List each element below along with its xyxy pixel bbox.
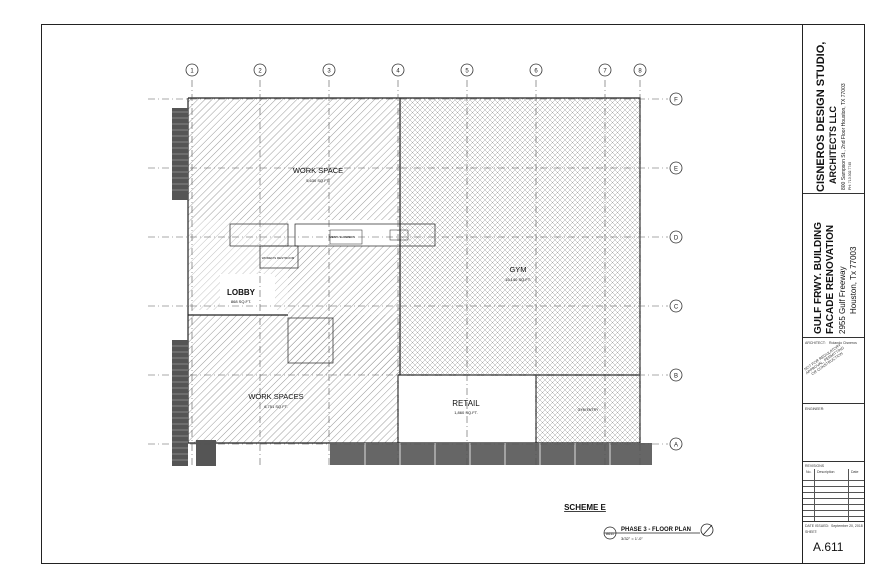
grid-col-2: 2: [258, 69, 262, 75]
drawing-scale: 3/32" = 1'-0": [621, 536, 643, 541]
grid-row-c: C: [674, 305, 679, 311]
project-name-2: FACADE RENOVATION: [825, 224, 836, 334]
retail-area: [398, 378, 534, 441]
room-work-space-area: 5,630 SQ.FT.: [306, 178, 330, 183]
firm-name: CISNEROS DESIGN STUDIO,: [815, 41, 827, 192]
revisions-label: REVISIONS: [805, 464, 825, 468]
room-womens: WOMEN'S RESTROOM: [262, 256, 295, 260]
gym-area: [400, 98, 640, 375]
work-spaces-area: [188, 315, 400, 443]
engineer-label: ENGINEER:: [805, 407, 825, 411]
room-gym-entry: GYM ENTRY: [578, 408, 599, 412]
drawing-title: PHASE 3 - FLOOR PLAN: [621, 527, 691, 533]
drawing-sheet: [41, 24, 865, 564]
date-issued-label: DATE ISSUED:: [805, 524, 830, 528]
room-work-space: WORK SPACE: [293, 166, 343, 175]
rev-header-date: Date: [851, 470, 859, 474]
scheme-label: SCHEME E: [564, 503, 606, 512]
room-gym-area: 15,140 SQ.FT.: [505, 277, 531, 282]
grid-col-7: 7: [603, 69, 607, 75]
sheet-label: SHEET:: [805, 530, 818, 534]
drawing-number: A611: [606, 532, 614, 536]
grid-col-4: 4: [396, 69, 400, 75]
gym-entry-area: [536, 375, 640, 443]
grid-col-6: 6: [534, 69, 538, 75]
project-address-1: 2955 Gulf Freeway: [838, 266, 847, 334]
grid-col-8: 8: [638, 69, 642, 75]
room-retail-area: 1,860 SQ.FT.: [454, 410, 478, 415]
project-panel: GULF FRWY. BUILDING FACADE RENOVATION 29…: [803, 194, 864, 338]
grid-row-f: F: [674, 98, 678, 104]
revisions-panel: REVISIONS No. Description Date: [803, 462, 864, 522]
project-address-2: Houston, Tx 77003: [849, 246, 858, 314]
sheet-number: A.611: [813, 540, 844, 554]
grid-row-b: B: [674, 374, 678, 380]
title-block: CISNEROS DESIGN STUDIO, ARCHITECTS LLC 8…: [802, 24, 865, 564]
engineer-panel: ENGINEER:: [803, 404, 864, 462]
firm-panel: CISNEROS DESIGN STUDIO, ARCHITECTS LLC 8…: [803, 24, 864, 194]
firm-address: 800 Sampson St., 2nd Floor Houston, TX 7…: [841, 83, 847, 190]
room-work-spaces-area: 6,751 SQ.FT.: [264, 404, 288, 409]
grid-row-d: D: [674, 236, 679, 242]
room-lobby-area: 868 SQ.FT.: [231, 299, 251, 304]
room-retail: RETAIL: [452, 399, 480, 408]
work-space-area: [188, 98, 400, 220]
stamp-text: NOT FOR REGULATORY APPROVAL, PERMITTING …: [803, 343, 845, 377]
grid-col-5: 5: [465, 69, 469, 75]
grid-col-1: 1: [190, 69, 194, 75]
architect-name: Rolando Cisneros: [829, 341, 857, 345]
north-arrow-icon: [700, 523, 714, 537]
firm-name-2: ARCHITECTS LLC: [828, 106, 838, 184]
firm-phone: PH: 713.302.7745: [848, 161, 852, 190]
storefront: [330, 443, 652, 465]
architect-panel: ARCHITECT: Rolando Cisneros NOT FOR REGU…: [803, 338, 864, 404]
lobby-area: [220, 274, 275, 312]
room-lobby: LOBBY: [227, 288, 256, 297]
date-issued: September 20, 2018: [831, 524, 863, 528]
architect-label: ARCHITECT:: [805, 341, 826, 345]
sheet-panel: DATE ISSUED: September 20, 2018 SHEET: A…: [803, 522, 864, 564]
room-mens: MEN'S SHOWERS: [329, 235, 355, 239]
room-work-spaces: WORK SPACES: [248, 392, 303, 401]
rev-header-no: No.: [806, 470, 812, 474]
project-name-1: GULF FRWY. BUILDING: [813, 221, 824, 334]
rev-header-description: Description: [817, 470, 835, 474]
grid-col-3: 3: [327, 69, 331, 75]
room-gym: GYM: [509, 265, 526, 274]
grid-row-e: E: [674, 167, 678, 173]
grid-row-a: A: [674, 443, 678, 449]
